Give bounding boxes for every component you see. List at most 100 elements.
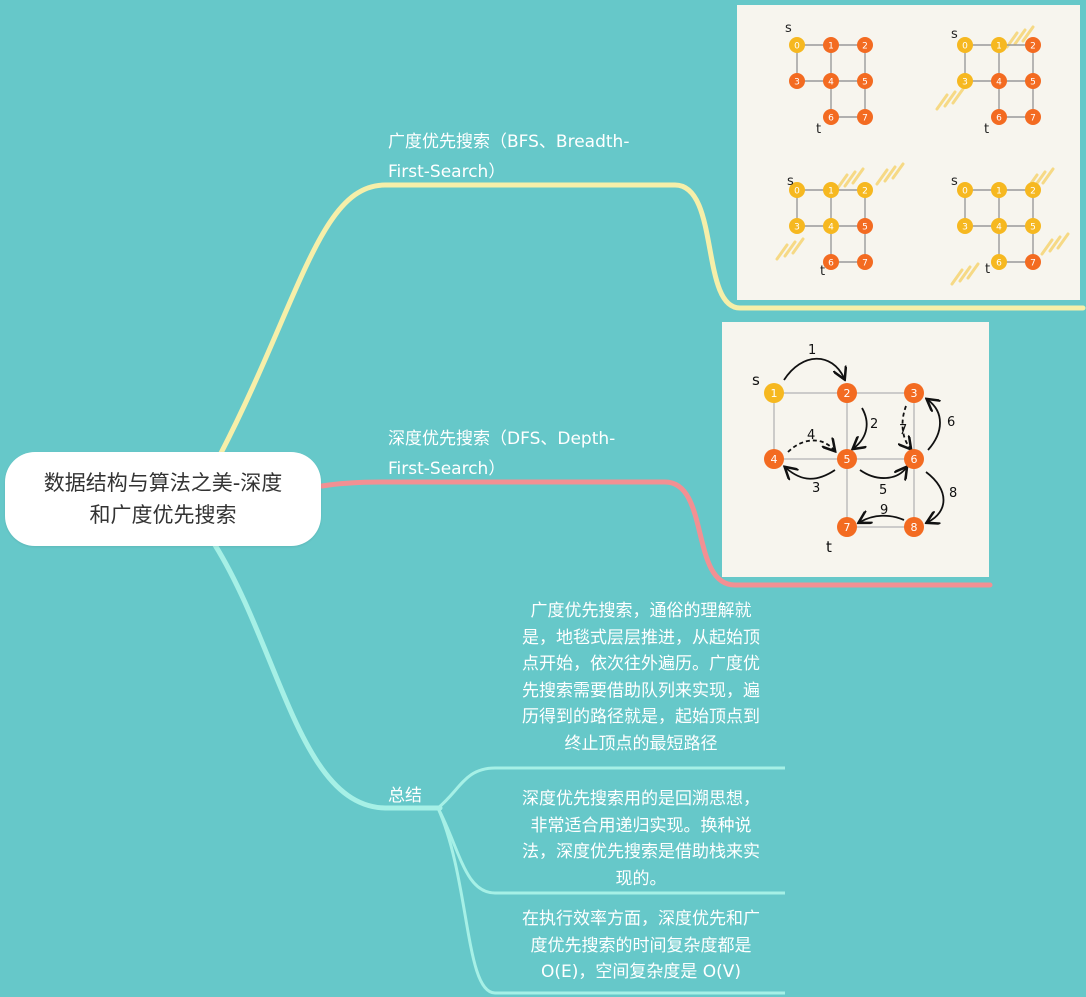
vertex-label: 1 (828, 42, 834, 52)
vertex-label: 1 (771, 387, 778, 400)
frontier-mark (891, 162, 905, 180)
vertex-label: 5 (862, 223, 868, 233)
vertex-label: 7 (1030, 114, 1036, 124)
vertex-7 (837, 517, 857, 537)
vertex-label: 7 (1030, 259, 1036, 269)
leaf-line: 终止顶点的最短路径 (564, 733, 718, 754)
step-label: 1 (808, 343, 816, 358)
vertex-label: 7 (862, 114, 868, 124)
target-label: t (820, 264, 825, 279)
vertex-4 (991, 218, 1007, 234)
bfs-branch-line (217, 182, 1086, 458)
vertex-label: 3 (962, 78, 968, 88)
frontier-mark (835, 173, 849, 191)
frontier-mark (851, 167, 865, 185)
dfs-topic[interactable]: 深度优先搜索（DFS、Depth- First-Search） (388, 424, 615, 484)
target-label: t (985, 262, 990, 277)
vertex-5 (857, 218, 873, 234)
leaf-line: 度优先搜索的时间复杂度都是 (530, 935, 752, 956)
summary-leaf-complexity[interactable]: 在执行效率方面，深度优先和广 度优先搜索的时间复杂度都是 O(E)，空间复杂度是… (490, 906, 792, 986)
source-label: s (787, 174, 794, 189)
frontier-mark (943, 90, 957, 108)
step-label: 2 (870, 417, 878, 432)
bfs-topic-line-1: 广度优先搜索（BFS、Breadth- (388, 132, 630, 152)
vertex-7 (857, 109, 873, 125)
vertex-label: 4 (828, 223, 834, 233)
frontier-mark (875, 168, 889, 186)
traversal-arrow (860, 516, 905, 522)
vertex-2 (1025, 182, 1041, 198)
step-label: 9 (880, 503, 888, 518)
vertex-7 (857, 254, 873, 270)
vertex-5 (1025, 73, 1041, 89)
vertex-2 (857, 37, 873, 53)
vertex-0 (957, 37, 973, 53)
vertex-1 (991, 37, 1007, 53)
vertex-2 (857, 182, 873, 198)
summary-leaf-line-3 (436, 807, 785, 995)
vertex-label: 3 (794, 223, 800, 233)
vertex-label: 2 (862, 42, 868, 52)
vertex-label: 2 (844, 387, 851, 400)
vertex-5 (1025, 218, 1041, 234)
summary-leaf-dfs[interactable]: 深度优先搜索用的是回溯思想， 非常适合用递归实现。换种说 法，深度优先搜索是借助… (490, 786, 792, 892)
source-label: s (951, 27, 958, 42)
vertex-label: 6 (911, 453, 918, 466)
frontier-mark (1041, 167, 1055, 185)
vertex-label: 5 (1030, 223, 1036, 233)
vertex-label: 5 (862, 78, 868, 88)
vertex-label: 1 (828, 187, 834, 197)
vertex-0 (789, 37, 805, 53)
frontier-mark (950, 268, 964, 286)
vertex-0 (957, 182, 973, 198)
traversal-arrow (926, 471, 945, 522)
step-label: 6 (947, 415, 955, 430)
frontier-mark (843, 170, 857, 188)
vertex-label: 0 (794, 187, 800, 197)
source-label: s (785, 21, 792, 36)
step-label: 5 (879, 483, 887, 498)
vertex-5 (857, 73, 873, 89)
vertex-label: 2 (1030, 42, 1036, 52)
bfs-topic-line-2: First-Search） (388, 162, 506, 182)
vertex-label: 4 (996, 223, 1002, 233)
vertex-6 (991, 109, 1007, 125)
vertex-label: 3 (794, 78, 800, 88)
dfs-branch-line (319, 479, 993, 588)
vertex-label: 3 (911, 387, 918, 400)
traversal-arrow (859, 468, 906, 478)
summary-topic[interactable]: 总结 (388, 786, 422, 806)
vertex-label: 0 (794, 42, 800, 52)
vertex-label: 4 (996, 78, 1002, 88)
vertex-3 (789, 73, 805, 89)
leaf-line: 法，深度优先搜索是借助栈来实 (522, 842, 760, 862)
vertex-label: 8 (911, 521, 918, 534)
vertex-2 (837, 383, 857, 403)
frontier-mark (775, 243, 789, 261)
leaf-line: 广度优先搜索，通俗的理解就 (530, 601, 752, 621)
vertex-label: 2 (1030, 187, 1036, 197)
vertex-label: 1 (996, 187, 1002, 197)
frontier-mark (966, 262, 980, 280)
vertex-1 (823, 37, 839, 53)
target-label: t (826, 538, 832, 556)
leaf-line: O(E)，空间复杂度是 O(V) (540, 962, 742, 982)
leaf-line: 历得到的路径就是，起始顶点到 (522, 707, 760, 727)
bfs-topic[interactable]: 广度优先搜索（BFS、Breadth- First-Search） (388, 127, 629, 187)
vertex-label: 6 (828, 259, 834, 269)
frontier-mark (951, 87, 965, 105)
leaf-line: 先搜索需要借助队列来实现，遍 (522, 680, 760, 701)
dfs-topic-line-2: First-Search） (388, 459, 506, 479)
frontier-mark (1048, 235, 1062, 253)
summary-leaf-bfs[interactable]: 广度优先搜索，通俗的理解就 是，地毯式层层推进，从起始顶 点开始，依次往外遍历。… (490, 598, 792, 757)
vertex-4 (823, 73, 839, 89)
vertex-label: 7 (862, 259, 868, 269)
vertex-4 (991, 73, 1007, 89)
root-topic[interactable]: 数据结构与算法之美-深度 和广度优先搜索 (5, 452, 321, 546)
leaf-line: 在执行效率方面，深度优先和广 (522, 909, 760, 929)
